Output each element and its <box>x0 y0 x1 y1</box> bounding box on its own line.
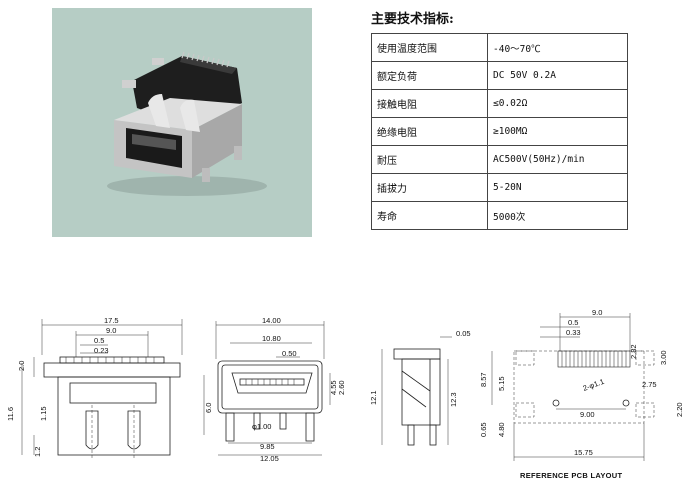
dim-front-height: 11.6 <box>6 407 15 421</box>
side-view-drawing: 14.00 10.80 0.50 4.55 2.60 6.0 φ1.00 9.8… <box>203 316 346 463</box>
dim-pcb-hole: 2-φ1.1 <box>582 377 606 393</box>
dim-side-h3: 6.0 <box>204 403 213 413</box>
dim-pcb-top: 9.0 <box>592 308 602 317</box>
dim-front-b2: 1.15 <box>39 406 48 421</box>
spec-value: 5-20N <box>487 173 628 202</box>
dim-side-w1: 9.85 <box>260 442 275 451</box>
dim-pcb-left4: 4.80 <box>497 422 506 437</box>
dim-pcb-r3: 2.75 <box>642 380 657 389</box>
profile-view-drawing: 0.05 12.1 12.3 <box>369 329 471 446</box>
spec-label: 耐压 <box>371 145 488 174</box>
pcb-layout-drawing: 9.0 0.5 0.33 9.00 2-φ1.1 <box>479 308 684 480</box>
front-view-drawing: 17.5 9.0 0.5 0.23 2.0 11.6 <box>6 316 183 460</box>
spec-title: 主要技术指标: <box>371 12 454 27</box>
dim-pcb-left3: 0.65 <box>479 422 488 437</box>
dim-front-left-top: 2.0 <box>17 361 26 371</box>
table-row: 使用温度范围-40～70℃ <box>371 33 628 62</box>
dim-pcb-r1: 2.82 <box>629 344 638 359</box>
dim-pcb-r2: 3.00 <box>659 350 668 365</box>
dim-profile-a: 0.05 <box>456 329 471 338</box>
dim-front-b: 0.23 <box>94 346 109 355</box>
dim-pcb-left2: 5.15 <box>497 376 506 391</box>
spec-label: 额定负荷 <box>371 61 488 90</box>
dim-profile-c: 12.3 <box>449 392 458 407</box>
dim-front-inner: 9.0 <box>106 326 116 335</box>
dim-pcb-bottom: 15.75 <box>574 448 593 457</box>
spec-value: ≤0.02Ω <box>487 89 628 118</box>
dim-side-top: 14.00 <box>262 316 281 325</box>
dim-pcb-a: 0.5 <box>568 318 578 327</box>
spec-value: AC500V(50Hz)/min <box>487 145 628 174</box>
spec-label: 寿命 <box>371 201 488 230</box>
dim-front-a: 0.5 <box>94 336 104 345</box>
spec-value: DC 50V 0.2A <box>487 61 628 90</box>
table-row: 绝缘电阻≥100MΩ <box>371 117 628 146</box>
dim-side-hole: φ1.00 <box>252 422 271 431</box>
spec-value: -40～70℃ <box>487 33 628 62</box>
technical-drawings: 17.5 9.0 0.5 0.23 2.0 11.6 <box>6 308 684 480</box>
dim-side-h1: 4.55 <box>329 380 338 395</box>
dim-pcb-r4: 2.20 <box>675 402 684 417</box>
table-row: 接触电阻≤0.02Ω <box>371 89 628 118</box>
dim-side-opening: 10.80 <box>262 334 281 343</box>
spec-label: 插拔力 <box>371 173 488 202</box>
connector-illustration <box>107 51 267 196</box>
spec-label: 使用温度范围 <box>371 33 488 62</box>
dim-side-w2: 12.05 <box>260 454 279 463</box>
dim-front-total: 17.5 <box>104 316 119 325</box>
dim-front-b1: 1.2 <box>33 447 42 457</box>
spec-label: 接触电阻 <box>371 89 488 118</box>
dim-side-h2: 2.60 <box>337 380 346 395</box>
dim-side-pin: 0.50 <box>282 349 297 358</box>
dim-profile-h: 12.1 <box>369 390 378 405</box>
product-photo <box>52 8 312 237</box>
spec-value: 5000次 <box>487 201 628 230</box>
spec-value: ≥100MΩ <box>487 117 628 146</box>
spec-label: 绝缘电阻 <box>371 117 488 146</box>
dim-pcb-b: 0.33 <box>566 328 581 337</box>
pcb-caption: REFERENCE PCB LAYOUT <box>520 471 623 480</box>
dim-pcb-mid: 9.00 <box>580 410 595 419</box>
dim-pcb-left1: 8.57 <box>479 372 488 387</box>
